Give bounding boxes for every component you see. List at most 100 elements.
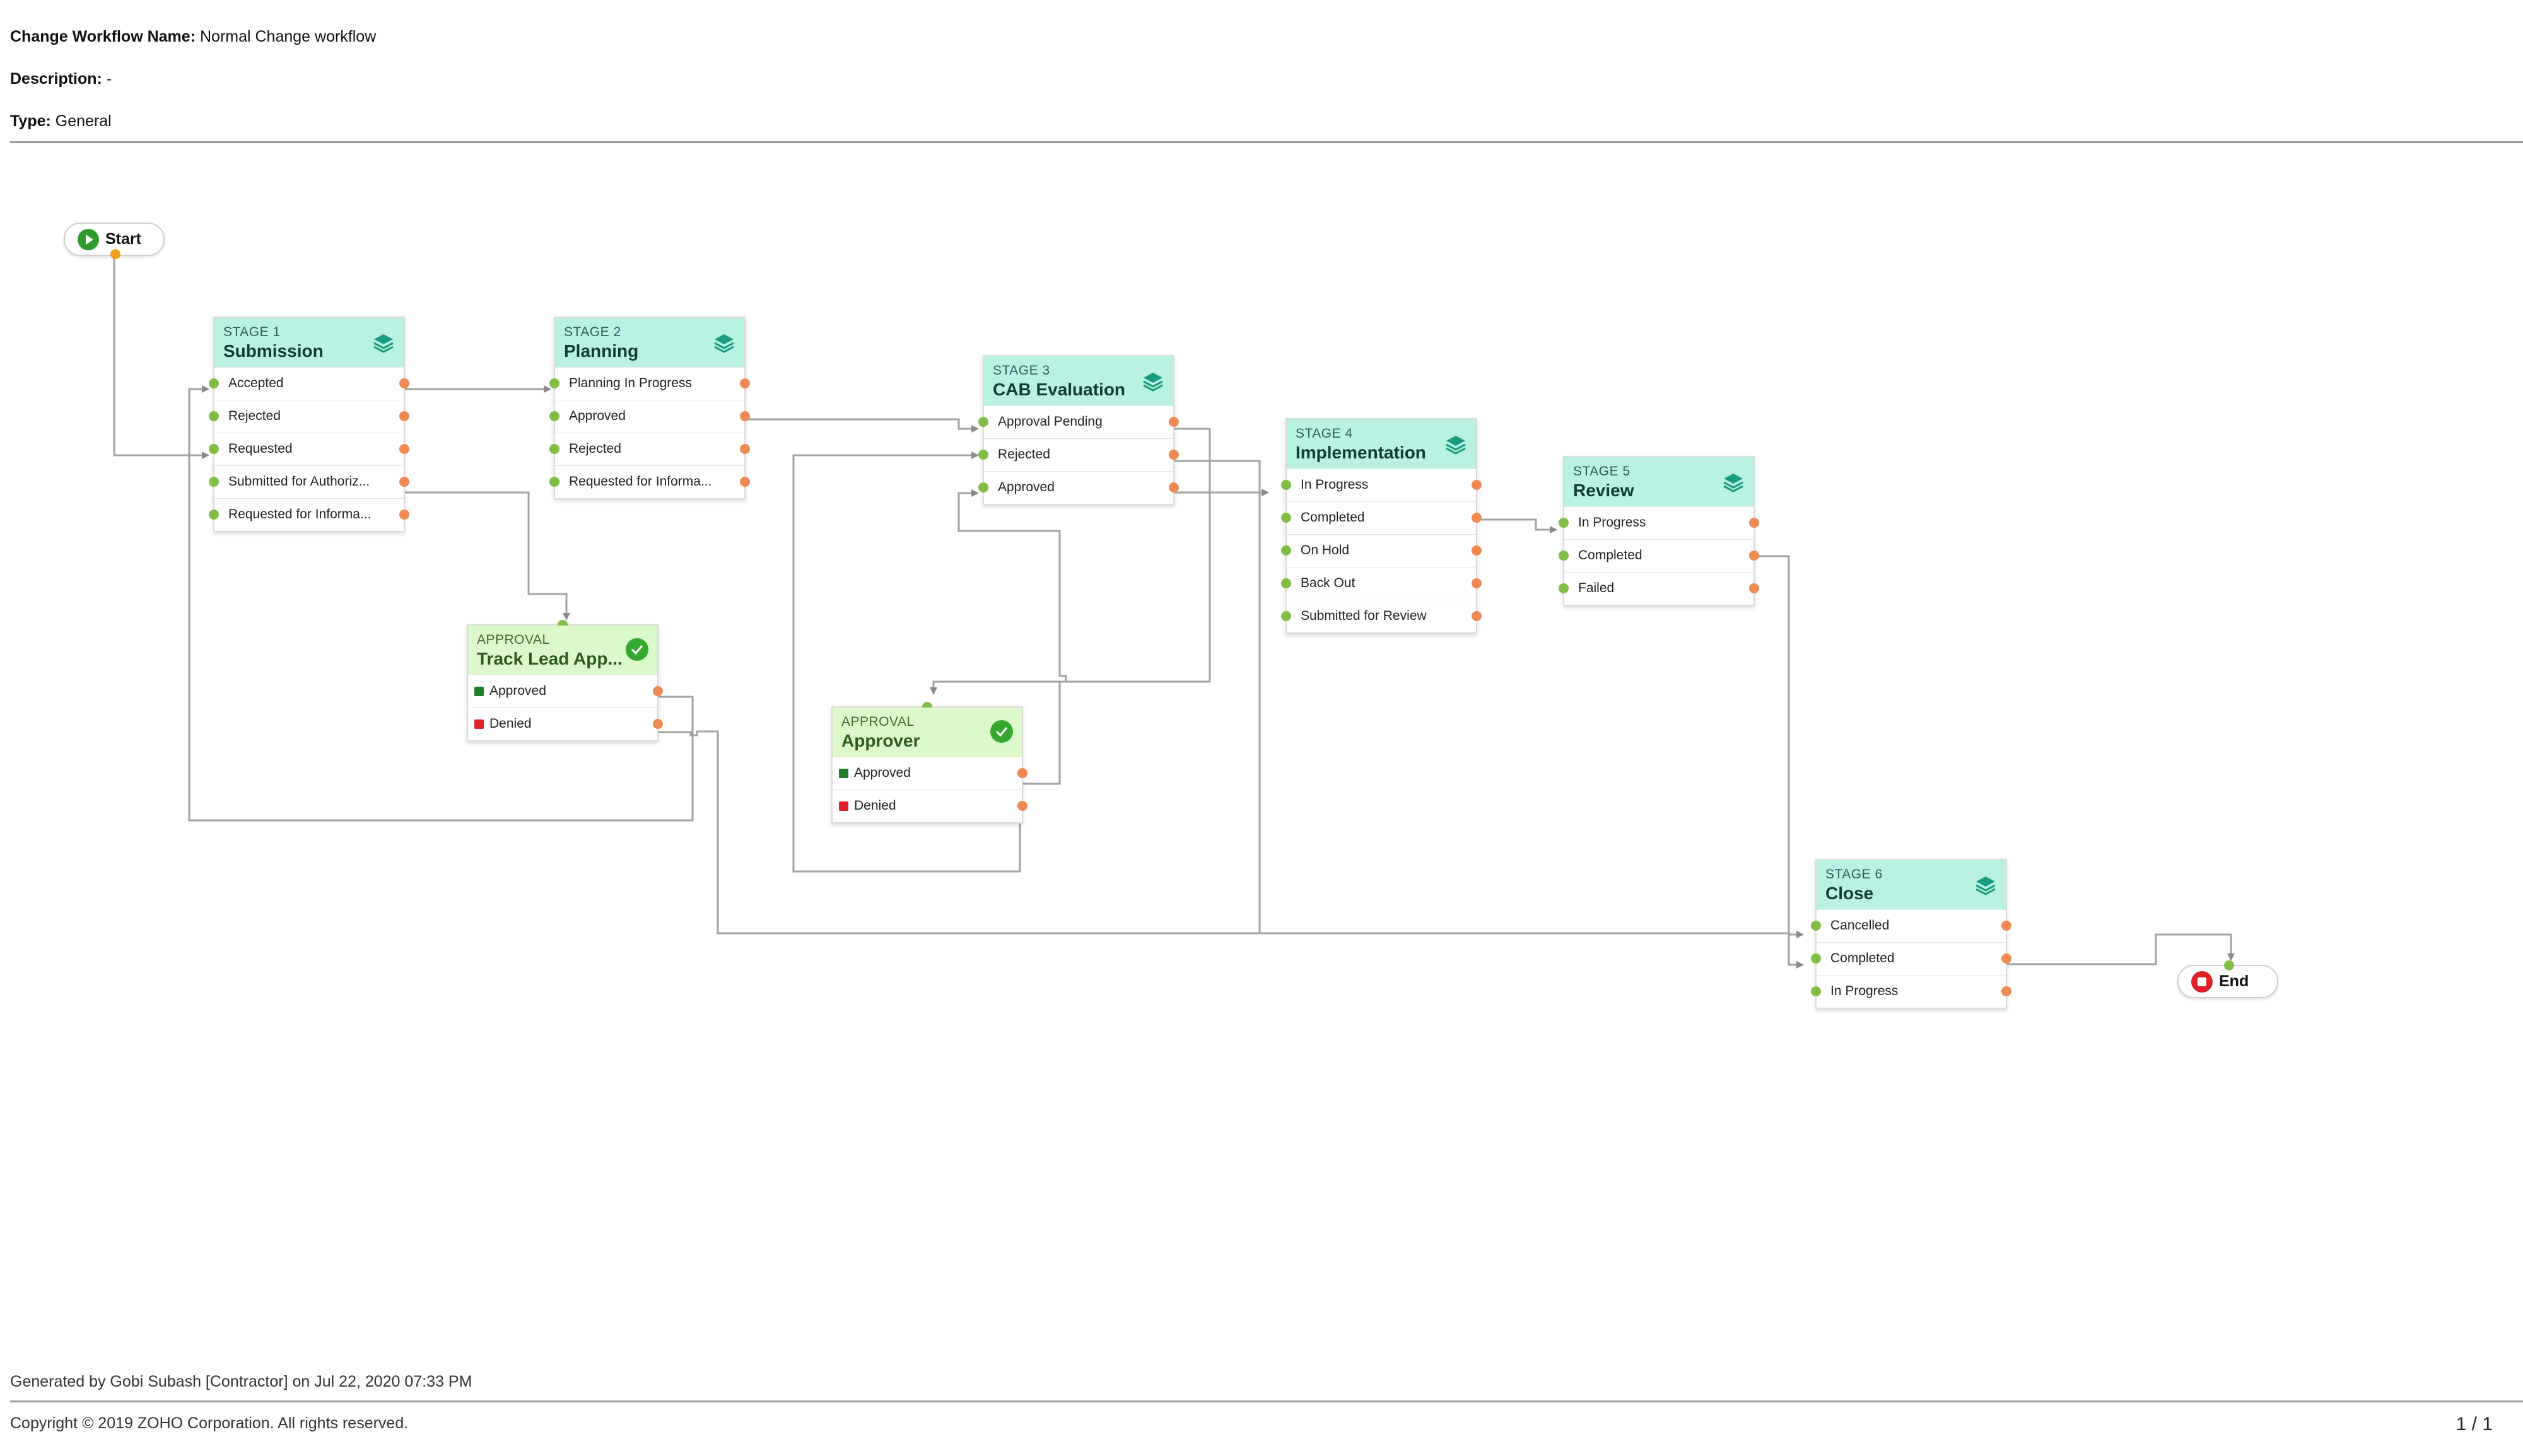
input-port[interactable] bbox=[209, 378, 219, 388]
input-port[interactable] bbox=[978, 417, 988, 427]
input-port[interactable] bbox=[1559, 583, 1569, 593]
input-port[interactable] bbox=[1281, 578, 1291, 588]
outcome-row[interactable]: Approved bbox=[833, 757, 1027, 789]
start-node[interactable]: Start bbox=[64, 223, 165, 259]
status-row[interactable]: Approved bbox=[549, 400, 750, 433]
approved-marker bbox=[474, 687, 484, 696]
output-port[interactable] bbox=[653, 686, 663, 696]
status-row[interactable]: Cancelled bbox=[1811, 909, 2011, 942]
status-label: Rejected bbox=[569, 441, 621, 456]
output-port[interactable] bbox=[399, 411, 409, 421]
input-port[interactable] bbox=[1281, 545, 1291, 556]
stage-cab-evaluation[interactable]: STAGE 3 CAB Evaluation Approval Pending … bbox=[978, 355, 1179, 505]
input-port[interactable] bbox=[1281, 480, 1291, 490]
status-label: In Progress bbox=[1301, 477, 1369, 492]
input-port[interactable] bbox=[549, 411, 559, 421]
output-port[interactable] bbox=[653, 719, 663, 729]
input-port[interactable] bbox=[1559, 550, 1569, 561]
output-port[interactable] bbox=[399, 444, 409, 454]
status-row[interactable]: Rejected bbox=[209, 400, 409, 433]
input-port[interactable] bbox=[978, 450, 988, 460]
status-row[interactable]: Rejected bbox=[549, 433, 750, 465]
output-port[interactable] bbox=[1169, 417, 1179, 427]
status-row[interactable]: Requested bbox=[209, 433, 409, 465]
output-port[interactable] bbox=[740, 477, 750, 487]
outcome-row[interactable]: Approved bbox=[468, 675, 663, 708]
status-row[interactable]: Approval Pending bbox=[978, 405, 1179, 438]
output-port[interactable] bbox=[1749, 550, 1759, 561]
output-port[interactable] bbox=[1017, 768, 1027, 778]
output-port[interactable] bbox=[1472, 513, 1482, 523]
input-port[interactable] bbox=[209, 444, 219, 454]
approval-approver[interactable]: APPROVAL Approver Approved Denied bbox=[831, 702, 1027, 824]
wire-impl-completed-review bbox=[1475, 518, 1557, 533]
input-port[interactable] bbox=[549, 378, 559, 388]
output-port[interactable] bbox=[740, 444, 750, 454]
status-row[interactable]: Submitted for Authoriz... bbox=[209, 465, 409, 498]
status-row[interactable]: In Progress bbox=[1281, 469, 1482, 501]
approval-track-lead[interactable]: APPROVAL Track Lead App... Approved Deni… bbox=[467, 620, 663, 742]
input-port[interactable] bbox=[978, 482, 988, 492]
input-port[interactable] bbox=[549, 444, 559, 454]
input-port[interactable] bbox=[209, 510, 219, 520]
layers-icon bbox=[1446, 436, 1466, 455]
output-port[interactable] bbox=[2001, 921, 2011, 931]
outcome-row[interactable]: Denied bbox=[468, 708, 663, 740]
approval-title: Approver bbox=[841, 731, 920, 750]
output-port[interactable] bbox=[1749, 583, 1759, 593]
stage-implementation[interactable]: STAGE 4 Implementation In Progress Compl… bbox=[1281, 418, 1482, 634]
input-port[interactable] bbox=[1811, 986, 1821, 996]
output-port[interactable] bbox=[399, 378, 409, 388]
stage-close[interactable]: STAGE 6 Close Cancelled Completed In Pro… bbox=[1811, 859, 2011, 1009]
status-row[interactable]: In Progress bbox=[1811, 975, 2011, 1008]
status-row[interactable]: Approved bbox=[978, 471, 1179, 504]
stage-tag: STAGE 3 bbox=[993, 363, 1050, 378]
status-row[interactable]: Rejected bbox=[978, 438, 1179, 471]
status-row[interactable]: Requested for Informa... bbox=[209, 498, 409, 531]
status-row[interactable]: Failed bbox=[1559, 572, 1759, 605]
status-row[interactable]: Completed bbox=[1811, 942, 2011, 975]
start-output-port[interactable] bbox=[110, 249, 120, 259]
end-node[interactable]: End bbox=[2177, 960, 2278, 998]
output-port[interactable] bbox=[1749, 518, 1759, 528]
output-port[interactable] bbox=[1472, 611, 1482, 621]
status-label: Completed bbox=[1301, 510, 1365, 525]
output-port[interactable] bbox=[740, 378, 750, 388]
outcome-row[interactable]: Denied bbox=[833, 789, 1027, 822]
output-port[interactable] bbox=[740, 411, 750, 421]
output-port[interactable] bbox=[399, 477, 409, 487]
status-row[interactable]: In Progress bbox=[1559, 506, 1759, 539]
wire-start-requested bbox=[113, 253, 209, 459]
stage-review[interactable]: STAGE 5 Review In Progress Completed Fai… bbox=[1559, 456, 1759, 606]
stage-header: STAGE 5 Review bbox=[1564, 457, 1753, 506]
output-port[interactable] bbox=[2001, 986, 2011, 996]
output-port[interactable] bbox=[1472, 578, 1482, 588]
output-port[interactable] bbox=[1472, 480, 1482, 490]
output-port[interactable] bbox=[2001, 953, 2011, 964]
output-port[interactable] bbox=[1169, 482, 1179, 492]
input-port[interactable] bbox=[1811, 953, 1821, 964]
input-port[interactable] bbox=[1559, 518, 1569, 528]
input-port[interactable] bbox=[209, 477, 219, 487]
status-row[interactable]: Submitted for Review bbox=[1281, 600, 1482, 632]
status-row[interactable]: Accepted bbox=[209, 367, 409, 400]
output-port[interactable] bbox=[399, 510, 409, 520]
stage-submission[interactable]: STAGE 1 Submission Accepted Rejected Req… bbox=[209, 317, 409, 532]
output-port[interactable] bbox=[1017, 801, 1027, 811]
end-input-port[interactable] bbox=[2224, 960, 2234, 970]
stage-planning[interactable]: STAGE 2 Planning Planning In Progress Ap… bbox=[549, 317, 750, 499]
status-row[interactable]: Back Out bbox=[1281, 567, 1482, 600]
input-port[interactable] bbox=[209, 411, 219, 421]
status-row[interactable]: Planning In Progress bbox=[549, 367, 750, 400]
output-port[interactable] bbox=[1472, 545, 1482, 556]
status-row[interactable]: On Hold bbox=[1281, 534, 1482, 567]
denied-marker bbox=[839, 801, 848, 811]
status-row[interactable]: Completed bbox=[1281, 501, 1482, 534]
status-row[interactable]: Completed bbox=[1559, 539, 1759, 572]
input-port[interactable] bbox=[1281, 513, 1291, 523]
input-port[interactable] bbox=[549, 477, 559, 487]
input-port[interactable] bbox=[1811, 921, 1821, 931]
output-port[interactable] bbox=[1169, 450, 1179, 460]
status-row[interactable]: Requested for Informa... bbox=[549, 465, 750, 498]
input-port[interactable] bbox=[1281, 611, 1291, 621]
